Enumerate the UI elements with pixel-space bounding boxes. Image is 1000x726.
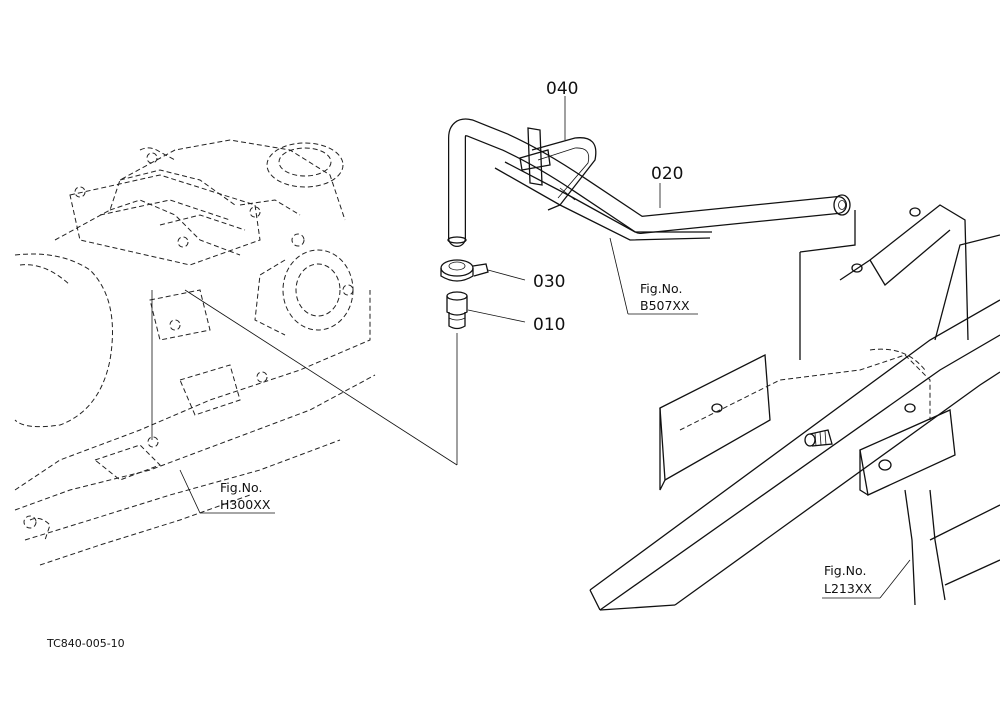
part-number-020: 020: [651, 164, 683, 184]
stud-bolt: [804, 429, 833, 447]
transmission-housing: [14, 139, 376, 566]
part-number-030: 030: [533, 272, 565, 292]
frame-bracket: [589, 204, 1000, 611]
hose-fitting: [446, 291, 468, 330]
fig-ref-label-l213: Fig.No.: [824, 563, 866, 578]
hose-clamp: [440, 259, 489, 282]
part-number-040: 040: [546, 79, 578, 99]
fig-ref-code-b507: B507XX: [640, 298, 690, 313]
part-number-010: 010: [533, 315, 565, 335]
fig-ref-code-h300: H300XX: [220, 497, 271, 512]
fig-ref-label-h300: Fig.No.: [220, 480, 262, 495]
fig-ref-label-b507: Fig.No.: [640, 281, 682, 296]
fig-ref-code-l213: L213XX: [824, 581, 872, 596]
hose-assembly: [184, 96, 851, 466]
drawing-code: TC840-005-10: [46, 637, 125, 650]
